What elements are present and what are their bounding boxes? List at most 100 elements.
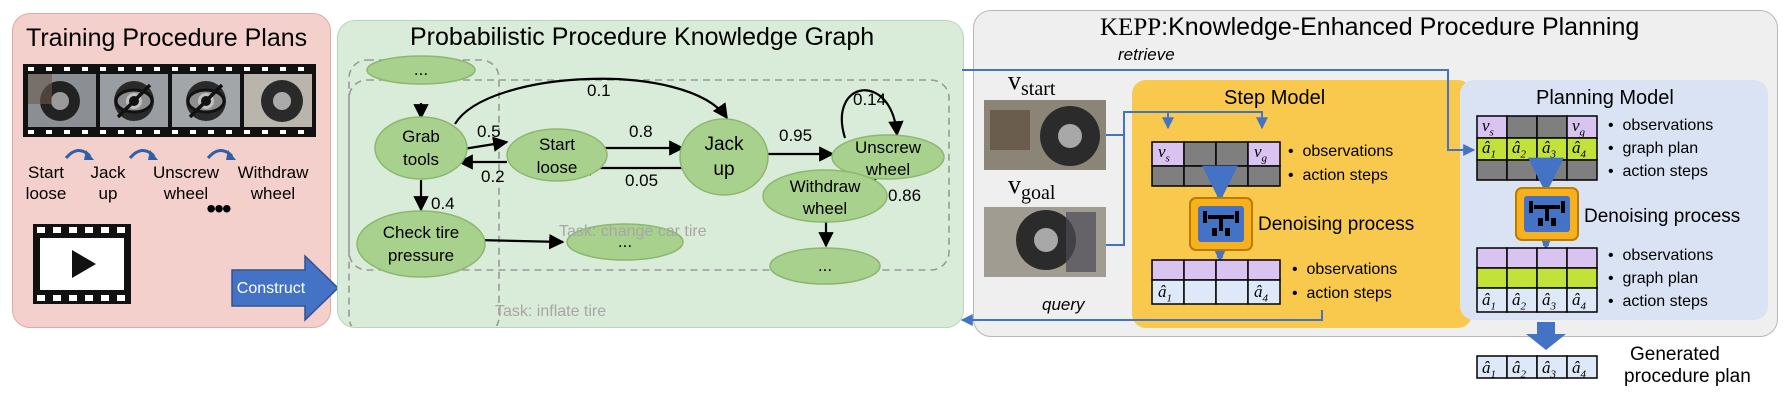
frame-withdraw-wheel xyxy=(244,74,312,127)
node-start-loose xyxy=(506,128,608,182)
edge-label-jack-to-unscrew: 0.95 xyxy=(779,126,812,145)
node-start-loose-line2: loose xyxy=(537,158,578,177)
edge-check-to-next xyxy=(476,233,565,250)
retrieve-label: retrieve xyxy=(1118,45,1175,64)
generated-plan-label: Generated procedure plan xyxy=(1624,344,1751,387)
training-panel-title: Training Procedure Plans xyxy=(26,24,308,52)
generated-plan-grid xyxy=(1476,355,1598,379)
node-unscrew-wheel xyxy=(831,134,945,180)
edge-label-grab-to-start: 0.5 xyxy=(477,122,501,141)
node-top-ellipsis xyxy=(366,55,476,85)
node-jack-up xyxy=(679,118,769,196)
denoiser-icon xyxy=(1515,187,1579,241)
cell-vg: vg xyxy=(1254,142,1268,165)
gen-cell-a3: â3 xyxy=(1542,358,1556,381)
step-top-legend: • observations • action steps xyxy=(1288,143,1394,184)
step-bottom-legend: • observations • action steps xyxy=(1292,261,1398,302)
edge-grab-to-jack xyxy=(454,77,728,125)
query-arrow xyxy=(960,310,1323,326)
video-clip-icon xyxy=(33,224,131,304)
training-graphics xyxy=(23,64,340,322)
edge-unscrew-self xyxy=(840,89,904,139)
planning-bottom-legend: • observations • graph plan • action ste… xyxy=(1608,247,1714,310)
node-top-ellipsis-label: ... xyxy=(414,60,428,79)
denoiser-icon xyxy=(1189,197,1253,251)
start-observation-image xyxy=(984,100,1106,170)
construct-arrow xyxy=(231,254,340,322)
plan-cell-a3: â3 xyxy=(1542,138,1556,161)
edge-label-grab-to-jack: 0.1 xyxy=(587,81,611,100)
cell-a1: â1 xyxy=(1158,282,1172,305)
gen-cell-a4: â4 xyxy=(1572,358,1586,381)
edge-label-unscrew-to-withdraw: 0.86 xyxy=(888,186,921,205)
node-check-tire-pressure xyxy=(356,210,486,278)
node-after-withdraw xyxy=(769,247,881,285)
frame-start-loose xyxy=(28,74,96,127)
film-strip xyxy=(23,64,316,137)
node-grab-tools-line2: tools xyxy=(403,150,439,169)
kepp-panel-title: KEPP:Knowledge-Enhanced Procedure Planni… xyxy=(1100,13,1640,41)
edge-label-start-to-grab: 0.2 xyxy=(481,167,505,186)
task-label-change-tire: Task: change car tire xyxy=(559,223,707,240)
node-after-check-label: ... xyxy=(618,232,632,251)
graph-panel-title: Probabilistic Procedure Knowledge Graph xyxy=(410,23,875,51)
plan-cell-vg: vg xyxy=(1572,116,1586,139)
node-grab-tools xyxy=(374,116,468,180)
node-withdraw-wheel-line2: wheel xyxy=(802,199,847,218)
out-cell-a3: â3 xyxy=(1542,290,1556,313)
step-model-title: Step Model xyxy=(1224,87,1326,109)
node-after-check xyxy=(566,223,684,261)
out-cell-a1: â1 xyxy=(1482,290,1496,313)
goal-observation-image xyxy=(984,207,1106,277)
plan-cell-a2: â2 xyxy=(1512,138,1526,161)
plan-cell-a4: â4 xyxy=(1572,138,1586,161)
sequence-arrows xyxy=(64,149,236,160)
edge-label-start-to-jack: 0.8 xyxy=(629,122,653,141)
gen-cell-a2: â2 xyxy=(1512,358,1526,381)
node-grab-tools-line1: Grab xyxy=(402,127,440,146)
edge-label-jack-to-start: 0.05 xyxy=(625,171,658,190)
plan-cell-vs: vs xyxy=(1482,116,1494,139)
step-denoising-label: Denoising process xyxy=(1258,214,1415,235)
cell-vs: vs xyxy=(1158,142,1170,165)
construct-label: Construct xyxy=(236,280,306,297)
query-label: query xyxy=(1042,295,1085,314)
task-region-change-tire xyxy=(348,79,950,271)
cell-a4: â4 xyxy=(1254,282,1268,305)
retrieve-arrow xyxy=(962,69,1476,156)
node-unscrew-wheel-line2: wheel xyxy=(865,160,910,179)
planning-output-grid xyxy=(1476,247,1598,313)
knowledge-graph: ... Grab tools Start loose Jack up Unscr… xyxy=(348,55,950,326)
node-check-tire-pressure-line1: Check tire xyxy=(383,223,460,242)
node-withdraw-wheel xyxy=(762,169,888,223)
planning-denoising-label: Denoising process xyxy=(1584,206,1741,227)
node-jack-up-line1: Jack xyxy=(704,134,744,155)
v-goal-label: vgoal xyxy=(1008,170,1056,205)
edge-label-unscrew-self: 0.14 xyxy=(853,90,886,109)
planning-top-legend: • observations • graph plan • action ste… xyxy=(1608,117,1714,180)
node-jack-up-line2: up xyxy=(713,159,734,180)
more-videos-ellipsis: ••• xyxy=(206,193,231,224)
edge-label-grab-to-check: 0.4 xyxy=(431,194,455,213)
step-output-grid xyxy=(1151,259,1281,305)
node-after-withdraw-label: ... xyxy=(818,256,832,275)
node-unscrew-wheel-line1: Unscrew xyxy=(855,138,922,157)
node-start-loose-line1: Start xyxy=(539,135,575,154)
v-start-label: vstart xyxy=(1008,66,1056,101)
out-cell-a2: â2 xyxy=(1512,290,1526,313)
task-label-inflate-tire: Task: inflate tire xyxy=(495,303,606,320)
node-withdraw-wheel-line1: Withdraw xyxy=(790,177,862,196)
node-check-tire-pressure-line2: pressure xyxy=(388,246,454,265)
out-cell-a4: â4 xyxy=(1572,290,1586,313)
output-arrow xyxy=(1526,322,1566,350)
planning-model-title: Planning Model xyxy=(1536,87,1674,109)
gen-cell-a1: â1 xyxy=(1482,358,1496,381)
plan-cell-a1: â1 xyxy=(1482,138,1496,161)
eye-slash-icon xyxy=(114,83,154,119)
